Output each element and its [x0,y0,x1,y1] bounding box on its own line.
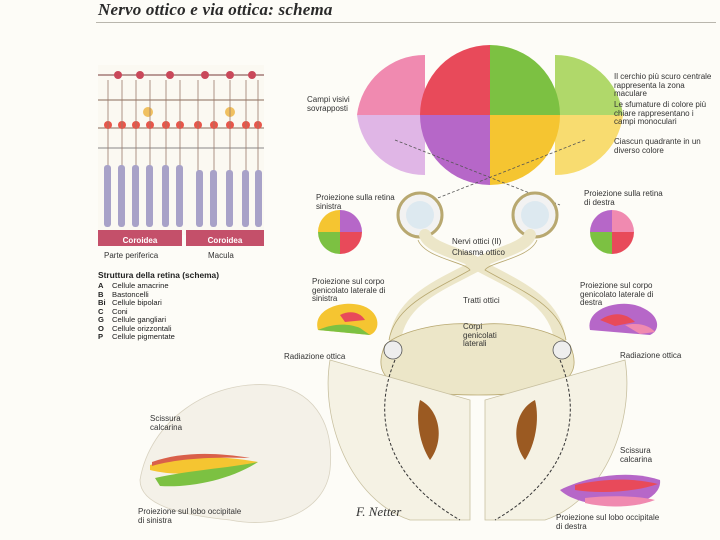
cerchio-note: Il cerchio più scuro centrale rappresent… [614,72,712,98]
sfumature-note: Le sfumature di colore più chiare rappre… [614,100,707,126]
legend-heading: Struttura della retina (schema) [98,270,220,280]
lobo-sx-label: Proiezione sul lobo occipitale di sinist… [138,507,242,525]
radiazione-dx-label: Radiazione ottica [620,351,682,360]
coroidea-label-1: Coroidea [122,236,158,245]
lobo-dx-label: Proiezione sul lobo occipitale di destra [556,513,660,531]
macula-label: Macula [208,251,234,260]
campi-visivi-label: Campi visivi sovrapposti [307,95,350,113]
scissura-dx-label: Scissura calcarina [620,446,653,464]
nervi-ottici-label: Nervi ottici (II) [452,237,502,246]
genicolato-sx-label: Proiezione sul corpo genicolato laterale… [312,277,386,303]
artist-signature: F. Netter [355,504,402,519]
right-occipital-lobe [560,474,661,507]
visual-fields-overlap [357,45,623,185]
optic-pathway [389,229,566,346]
parte-periferica-label: Parte periferica [104,251,159,260]
left-geniculate-projection [317,303,378,335]
quadrante-note: Ciascun quadrante in un diverso colore [614,137,701,155]
right-eye [511,191,559,239]
coroidea-label-2: Coroidea [207,236,243,245]
page-title: Nervo ottico e via ottica: schema [98,0,333,19]
left-retina-projection [318,210,362,254]
left-eye [396,191,444,239]
retina-sx-label: Proiezione sulla retina sinistra [316,193,395,211]
retina-dx-label: Proiezione sulla retina di destra [584,189,663,207]
left-occipital-lobe [139,384,332,523]
chiasma-label: Chiasma ottico [452,248,505,257]
tratti-ottici-label: Tratti ottici [463,296,500,305]
genicolato-dx-label: Proiezione sul corpo genicolato laterale… [580,281,654,307]
scissura-sx-label: Scissura calcarina [150,414,183,432]
right-geniculate-projection [589,303,658,335]
svg-text:F. Netter: F. Netter [355,504,402,519]
title-divider [96,22,716,23]
retina-schema [98,65,264,246]
radiazione-sx-label: Radiazione ottica [284,352,346,361]
optic-pathway-outline [388,239,567,341]
corpi-genicolati-label: Corpi genicolati laterali [463,322,497,348]
right-retina-projection [590,210,634,254]
